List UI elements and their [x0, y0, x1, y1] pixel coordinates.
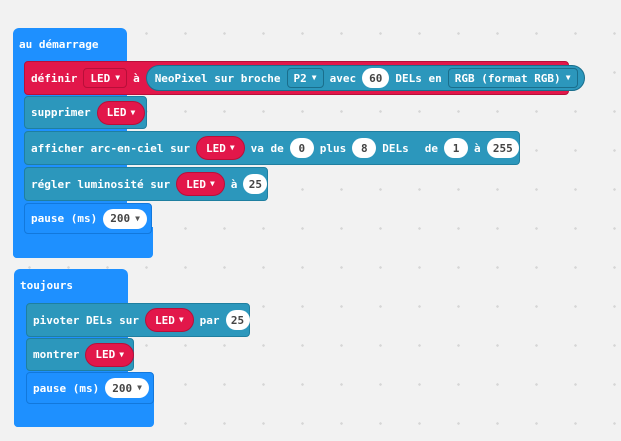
forever-pause-label: pause (ms): [33, 381, 100, 395]
caret-down-icon: ▼: [115, 73, 121, 82]
brightness-variable-label: LED: [186, 177, 206, 191]
mode-dropdown[interactable]: RGB (format RGB) ▼: [447, 68, 578, 88]
set-variable-dropdown[interactable]: LED ▼: [83, 68, 128, 88]
mode-value: RGB (format RGB): [454, 71, 561, 85]
set-label: définir: [31, 71, 78, 85]
range-plus-label: plus: [319, 141, 347, 155]
forever-pause-value: 200: [112, 381, 133, 395]
range-count-input[interactable]: 8: [352, 138, 377, 158]
caret-down-icon: ▼: [119, 349, 125, 359]
rotate-label: pivoter DELs sur: [33, 313, 139, 327]
hue-from-label: de: [424, 141, 439, 155]
set-variable-label: LED: [90, 71, 111, 85]
rainbow-label: afficher arc-en-ciel sur: [31, 141, 190, 155]
show-rainbow-block[interactable]: afficher arc-en-ciel sur LED ▼ va de 0 p…: [24, 131, 520, 165]
rotate-input[interactable]: 25: [225, 310, 250, 330]
caret-down-icon: ▼: [137, 383, 142, 392]
hue-to-input[interactable]: 255: [486, 138, 519, 158]
brightness-input[interactable]: 25: [243, 174, 268, 194]
caret-down-icon: ▼: [311, 73, 317, 82]
caret-down-icon: ▼: [209, 179, 215, 188]
forever-title: toujours: [20, 279, 73, 292]
rainbow-variable-dropdown[interactable]: LED ▼: [195, 136, 245, 160]
brightness-label: régler luminosité sur: [31, 177, 171, 191]
range-from-label: va de: [250, 141, 284, 155]
clear-variable-dropdown[interactable]: LED ▼: [96, 100, 146, 125]
forever-pause-block[interactable]: pause (ms) 200 ▼: [26, 372, 154, 404]
rotate-block[interactable]: pivoter DELs sur LED ▼ par 25: [26, 303, 250, 337]
start-pause-label: pause (ms): [31, 212, 98, 225]
forever-pause-dropdown[interactable]: 200 ▼: [105, 378, 149, 398]
range-from-input[interactable]: 0: [289, 138, 314, 158]
set-to-label: à: [133, 71, 140, 85]
clear-label: supprimer: [31, 106, 91, 119]
show-label: montrer: [33, 348, 80, 361]
rotate-variable-label: LED: [154, 313, 175, 327]
neopixel-create-block[interactable]: NeoPixel sur broche P2 ▼ avec 60 DELs en…: [145, 65, 585, 91]
caret-down-icon: ▼: [229, 143, 235, 152]
set-strip-block[interactable]: définir LED ▼ à NeoPixel sur broche P2 ▼…: [24, 61, 585, 95]
caret-down-icon: ▼: [130, 107, 136, 117]
brightness-to-label: à: [230, 177, 238, 191]
show-variable-dropdown[interactable]: LED ▼: [85, 342, 135, 367]
rotate-variable-dropdown[interactable]: LED ▼: [144, 308, 194, 332]
hue-to-label: à: [474, 141, 481, 155]
pin-value: P2: [293, 71, 307, 85]
caret-down-icon: ▼: [565, 73, 571, 82]
start-pause-block[interactable]: pause (ms) 200 ▼: [24, 203, 152, 234]
hue-from-input[interactable]: 1: [444, 138, 469, 158]
range-leds-label: DELs: [382, 141, 409, 155]
rainbow-variable-label: LED: [205, 141, 226, 155]
clear-block[interactable]: supprimer LED ▼: [24, 96, 147, 129]
neopixel-label: NeoPixel sur broche: [154, 71, 281, 85]
start-pause-dropdown[interactable]: 200 ▼: [103, 208, 147, 229]
led-count-input[interactable]: 60: [362, 68, 390, 88]
on-start-title: au démarrage: [19, 38, 99, 51]
brightness-variable-dropdown[interactable]: LED ▼: [176, 172, 225, 196]
with-label: avec: [329, 71, 357, 85]
set-brightness-block[interactable]: régler luminosité sur LED ▼ à 25: [24, 167, 268, 201]
caret-down-icon: ▼: [135, 213, 140, 223]
leds-in-label: DELs en: [395, 71, 442, 85]
caret-down-icon: ▼: [178, 315, 184, 324]
start-pause-value: 200: [110, 212, 131, 225]
clear-variable-label: LED: [106, 106, 127, 119]
rotate-by-label: par: [199, 313, 220, 327]
pin-dropdown[interactable]: P2 ▼: [286, 68, 324, 88]
show-block[interactable]: montrer LED ▼: [26, 338, 135, 371]
show-variable-label: LED: [95, 348, 116, 361]
range-block[interactable]: LED ▼ va de 0 plus 8 DELs: [195, 135, 415, 161]
